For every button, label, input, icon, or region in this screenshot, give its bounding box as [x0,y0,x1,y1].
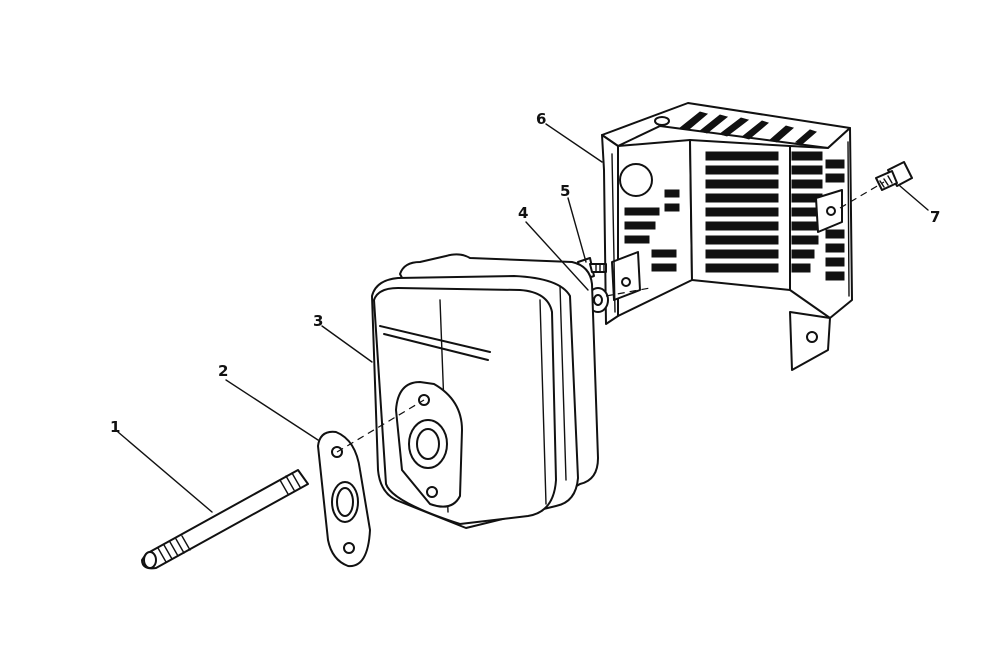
callout-5: 5 [560,182,570,200]
muffler [371,253,599,529]
leader-lines [117,123,929,513]
callout-1: 1 [110,418,120,436]
gasket [317,430,371,568]
callout-6: 6 [536,110,546,128]
bolt [875,161,913,191]
muffler-guard [601,102,853,371]
callout-4: 4 [518,204,528,222]
callout-2: 2 [218,362,228,380]
callout-7: 7 [930,208,940,226]
alignment-lines [336,181,885,453]
stud-bolt [141,469,309,570]
callout-3: 3 [313,312,323,330]
